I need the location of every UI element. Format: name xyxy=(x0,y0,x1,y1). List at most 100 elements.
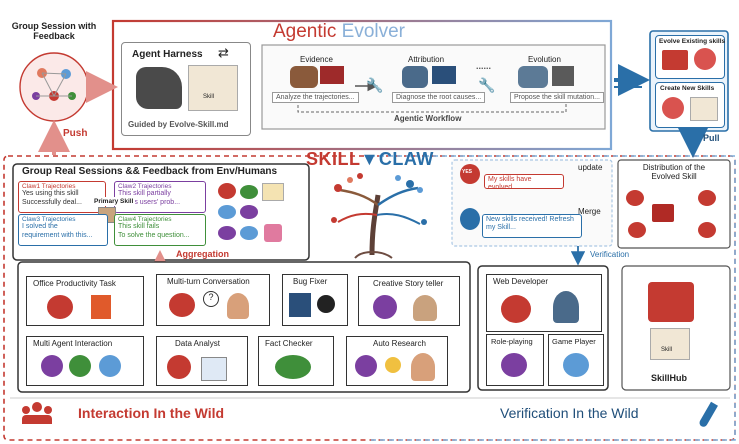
reader-icon xyxy=(413,295,437,321)
claw4-text: This skill fails To solve the question..… xyxy=(118,223,202,239)
claw1-text: Yes using this skill Successfully deal..… xyxy=(22,190,102,206)
lobster-icon-conv xyxy=(169,293,195,317)
task-multiturn-label: Multi-turn Conversation xyxy=(167,278,250,287)
laptop-icon xyxy=(289,293,311,317)
lobster-icon-blue xyxy=(218,205,236,219)
lobster-icon xyxy=(694,48,716,70)
attribution-screen-icon xyxy=(432,66,456,84)
task-autoresearch-label: Auto Research xyxy=(373,340,426,349)
skillhub-toolbox-icon xyxy=(648,282,694,322)
person-icon xyxy=(227,293,249,319)
evolver-title-part1: Agentic xyxy=(273,21,336,42)
agent-harness-title: Agent Harness xyxy=(132,49,203,60)
github-icon xyxy=(317,295,335,313)
toolbox-open-icon xyxy=(690,97,718,121)
evolve-existing-label: Evolve Existing skills xyxy=(659,38,725,45)
lobster-icon-2 xyxy=(662,97,684,119)
skillclaw-tree-icon xyxy=(331,173,427,258)
evidence-robot-icon xyxy=(290,66,318,88)
researcher-icon xyxy=(411,353,435,381)
task-factchecker-label: Fact Checker xyxy=(265,340,313,349)
office-icon xyxy=(91,295,111,319)
wrench-icon: 🔧 xyxy=(366,78,383,93)
task-office-label: Office Productivity Task xyxy=(33,280,116,289)
group-session-circle xyxy=(20,53,88,121)
skillclaw-logo: SKILL▼CLAW xyxy=(306,150,434,170)
lobster-icon-data xyxy=(167,355,191,379)
evolution-laptop-icon xyxy=(552,66,574,86)
merge-message: New skills received! Refresh my Skill... xyxy=(482,214,582,238)
skillhub-folder-tag: Skill xyxy=(661,347,672,354)
group-real-title: Group Real Sessions && Feedback from Env… xyxy=(22,166,277,177)
evolution-robot-icon xyxy=(518,66,548,88)
task-webdev-label: Web Developer xyxy=(493,278,548,287)
step-evidence-caption: Analyze the trajectories... xyxy=(272,92,359,103)
evolver-title: Agentic Evolver xyxy=(273,22,405,43)
dist-lobster-1 xyxy=(626,190,644,206)
refresh-icon: ⇄ xyxy=(218,46,229,60)
lobster-icon-story xyxy=(373,295,397,319)
skillhub-label: SkillHub xyxy=(651,374,687,384)
distribution-title: Distribution of the Evolved Skill xyxy=(620,164,728,182)
lobster-icon-web xyxy=(501,295,531,323)
lobster-icon-blue-3 xyxy=(99,355,121,377)
task-roleplay: Role-playing xyxy=(486,334,544,386)
evolve-existing-card: Evolve Existing skills xyxy=(655,35,725,79)
task-bugfixer: Bug Fixer xyxy=(282,274,348,326)
lobster-icon-blue-2 xyxy=(240,226,258,240)
question-bubble-icon: ? xyxy=(203,291,219,307)
chart-icon xyxy=(201,357,227,381)
lobster-icon-red xyxy=(218,183,236,199)
step-evolution-title: Evolution xyxy=(528,56,561,65)
lobster-blue-icon xyxy=(460,208,480,230)
step-evolution-caption: Propose the skill mutation... xyxy=(510,92,604,103)
skillhub-folder-icon: Skill xyxy=(650,328,690,360)
verification-label: Verification xyxy=(590,251,629,260)
task-gameplayer: Game Player xyxy=(548,334,604,386)
claw3-bubble: Claw3 Trajectories I solved the requirem… xyxy=(18,214,108,246)
attribution-robot-icon xyxy=(402,66,428,88)
group-session-title: Group Session with Feedback xyxy=(8,22,100,42)
evolver-title-part2: Evolver xyxy=(342,21,405,42)
claw1-label: Claw1 Trajectories xyxy=(22,183,102,190)
logo-part2: CLAW xyxy=(379,149,434,169)
update-message: My skills have evolved... xyxy=(484,174,564,189)
merge-label: Merge xyxy=(578,208,601,217)
task-bugfixer-label: Bug Fixer xyxy=(293,278,327,287)
toolbox-icon xyxy=(662,50,688,70)
primary-skill-label: Primary Skill xyxy=(92,197,135,206)
lobster-icon-green-2 xyxy=(69,355,91,377)
agentic-workflow-label: Agentic Workflow xyxy=(394,115,461,124)
task-dataanalyst-label: Data Analyst xyxy=(175,340,220,349)
yes-badge: YES xyxy=(462,170,472,176)
lobster-icon-green xyxy=(240,185,258,199)
lobster-icon-game xyxy=(563,353,589,377)
task-gameplayer-label: Game Player xyxy=(552,338,596,346)
dist-lobster-3 xyxy=(628,222,646,238)
push-label: Push xyxy=(63,128,87,139)
developer-icon xyxy=(553,291,579,323)
note-icon xyxy=(262,183,284,201)
agent-harness-card: Agent Harness ⇄ Skill Guided by Evolve-S… xyxy=(121,42,251,136)
lightbulb-icon xyxy=(385,357,401,373)
note-icon-pink xyxy=(264,224,282,242)
claw4-bubble: Claw4 Trajectories This skill fails To s… xyxy=(114,214,206,246)
verification-wild-label: Verification In the Wild xyxy=(500,406,639,421)
lobster-icon-purple xyxy=(240,205,258,219)
update-label: update xyxy=(578,164,602,173)
aggregation-label: Aggregation xyxy=(176,250,229,260)
lobster-icon-purple-2 xyxy=(218,226,236,240)
claw3-label: Claw3 Trajectories xyxy=(22,216,104,223)
step-attribution-title: Attribution xyxy=(408,56,444,65)
task-dataanalyst: Data Analyst xyxy=(156,336,248,386)
dist-lobster-4 xyxy=(698,222,716,238)
dist-lobster-2 xyxy=(698,190,716,206)
wrench-icon-2: 🔧 xyxy=(478,78,495,93)
skill-folder-icon: Skill xyxy=(188,65,238,111)
step-attribution-caption: Diagnose the root causes... xyxy=(392,92,485,103)
pull-label: Pull xyxy=(703,134,720,144)
task-multiagent: Multi Agent Interaction xyxy=(26,336,144,386)
task-multiagent-label: Multi Agent Interaction xyxy=(33,340,112,349)
lobster-icon-fact xyxy=(275,355,311,379)
task-storyteller: Creative Story teller xyxy=(358,276,460,326)
